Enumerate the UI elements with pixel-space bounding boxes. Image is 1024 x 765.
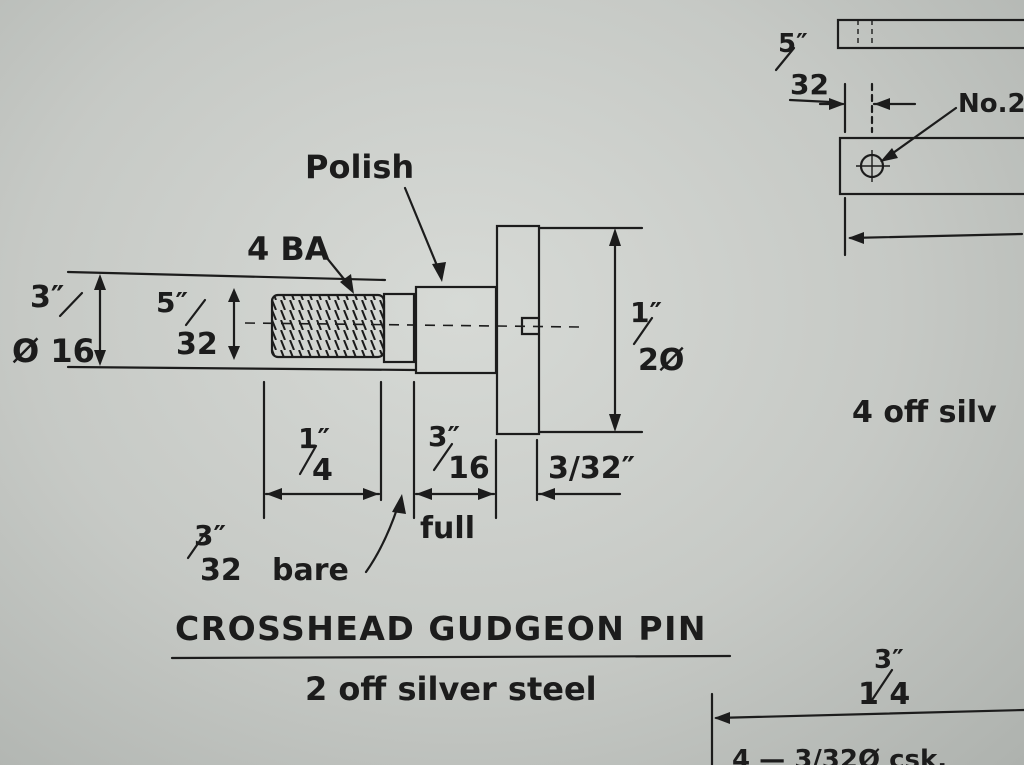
head-thickness-dim: 3/32″ bbox=[548, 451, 635, 486]
polish-leader bbox=[403, 186, 440, 270]
hole-label: No.2 bbox=[958, 89, 1024, 119]
thread-length-denominator: 4 bbox=[312, 453, 333, 488]
gudgeon-pin-drawing: 3″ Ø 16 5″ 32 1″ 2Ø 1″ 4 3″ bbox=[12, 148, 732, 708]
full-label: full bbox=[420, 511, 475, 546]
right-dim-numerator: 5″ bbox=[778, 29, 808, 59]
thread-label: 4 BA bbox=[247, 230, 330, 268]
polished-shank bbox=[414, 285, 498, 375]
part-title: CROSSHEAD GUDGEON PIN bbox=[175, 609, 707, 648]
centre-line bbox=[244, 322, 581, 328]
bottom-partial-label: 4 — 3/32Ø csk. bbox=[732, 745, 947, 765]
right-dim-denominator: 32 bbox=[790, 68, 829, 101]
extension-line-top bbox=[66, 270, 387, 282]
inner-dia-numerator: 5″ bbox=[156, 286, 188, 319]
bottom-dim-numerator: 3″ bbox=[874, 645, 904, 675]
arrow-head bbox=[94, 350, 106, 366]
bare-label: bare bbox=[272, 553, 349, 588]
inner-dia-denominator: 32 bbox=[176, 327, 218, 362]
arrow-head bbox=[94, 274, 106, 290]
right-note: 4 off silv bbox=[852, 395, 997, 430]
head-slot bbox=[520, 316, 541, 336]
head-dia-denominator: 2Ø bbox=[638, 343, 684, 378]
bare-leader bbox=[364, 504, 400, 574]
thread-leader bbox=[320, 250, 350, 286]
polish-label: Polish bbox=[305, 148, 414, 186]
bottom-detail-drawing: 3″ 1 4 4 — 3/32Ø csk. bbox=[710, 645, 1024, 765]
shank-length-denominator: 16 bbox=[448, 451, 490, 486]
shank-length-numerator: 3″ bbox=[428, 420, 460, 453]
bare-numerator: 3″ bbox=[194, 519, 226, 552]
bottom-dim-denominator: 1 4 bbox=[858, 677, 910, 712]
head-dia-numerator: 1″ bbox=[630, 296, 662, 329]
part-subtitle: 2 off silver steel bbox=[305, 670, 597, 708]
pin-head bbox=[495, 224, 541, 436]
threaded-section bbox=[270, 293, 386, 359]
hole-leader bbox=[884, 106, 958, 160]
title-underline bbox=[170, 654, 732, 660]
right-detail-drawing: 5″ 32 No.2 4 off silv bbox=[774, 18, 1024, 430]
outer-dia-denominator: Ø 16 bbox=[12, 332, 95, 370]
outer-dia-numerator: 3″ bbox=[30, 280, 64, 315]
extension-line-bottom bbox=[66, 365, 417, 372]
bare-denominator: 32 bbox=[200, 553, 242, 588]
bare-section bbox=[382, 292, 416, 364]
